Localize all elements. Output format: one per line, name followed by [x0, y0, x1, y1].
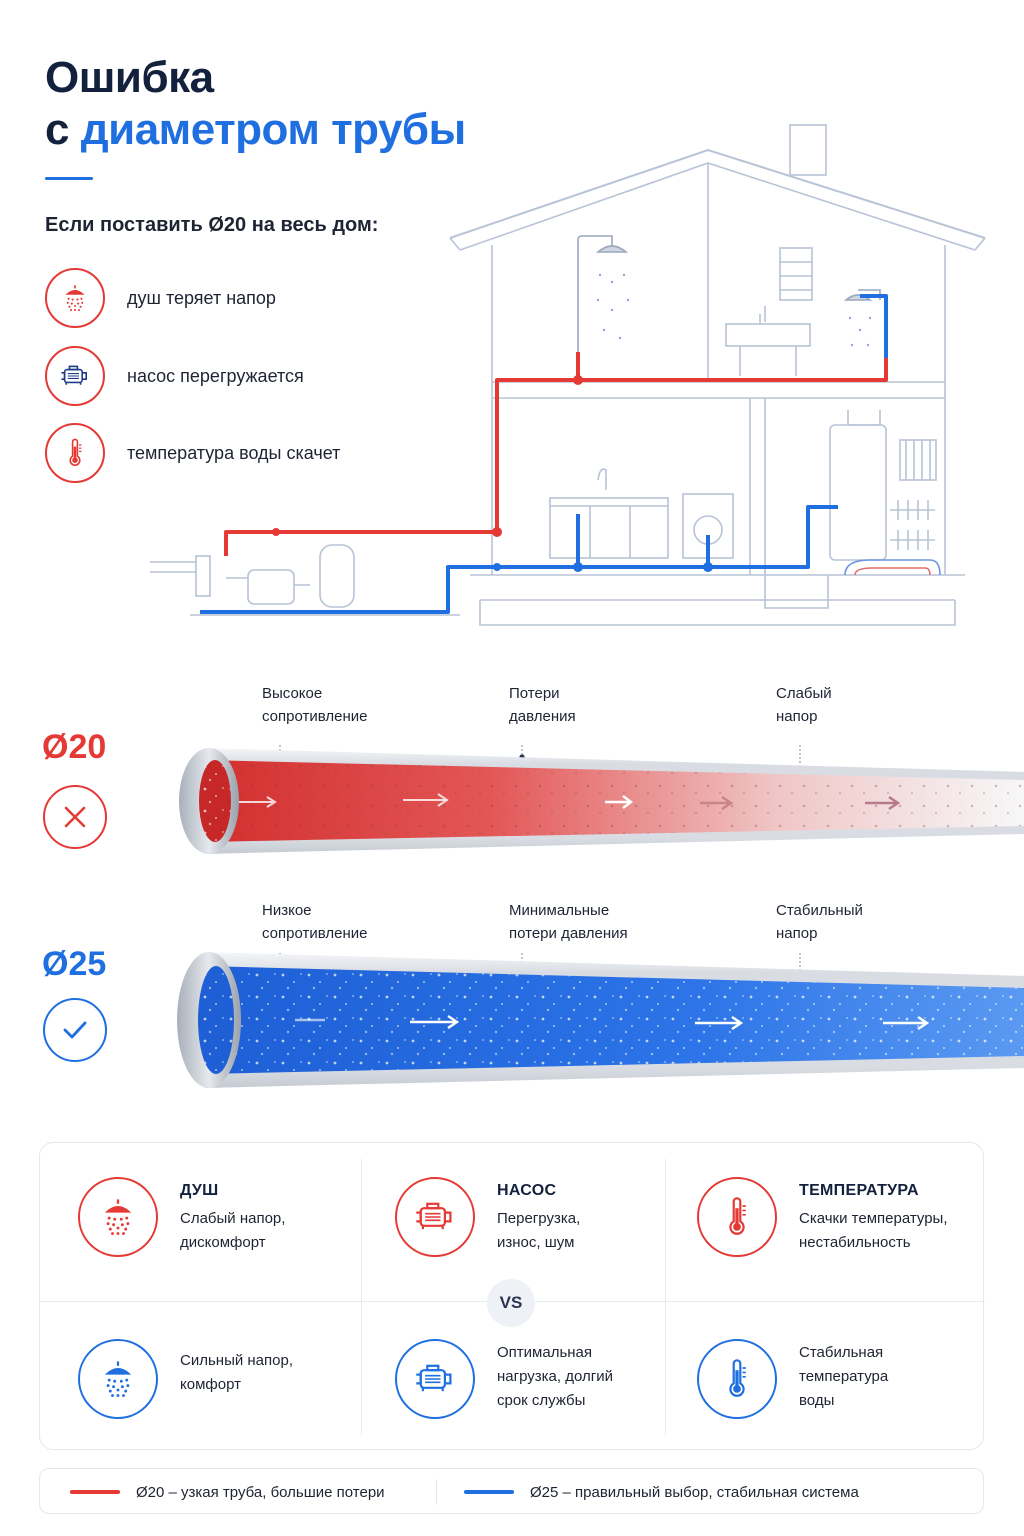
legend-item-bad: Ø20 – узкая труба, большие потери	[70, 1469, 385, 1515]
issue-label: температура воды скачет	[127, 442, 341, 463]
title-underline	[45, 177, 93, 180]
cell-heading: НАСОС	[497, 1182, 557, 1199]
issue-item-shower: душ теряет напор	[45, 268, 276, 328]
page-title: Ошибка с диаметром трубы	[45, 52, 466, 156]
legend-label: Ø20 – узкая труба, большие потери	[136, 1483, 385, 1501]
legend-item-good: Ø25 – правильный выбор, стабильная систе…	[464, 1469, 859, 1515]
issue-item-temperature: температура воды скачет	[45, 423, 340, 483]
legend-swatch-blue	[464, 1490, 514, 1494]
title-line-2: с диаметром трубы	[45, 104, 466, 156]
thermometer-icon	[697, 1339, 777, 1419]
title-line-2-prefix: с	[45, 105, 69, 154]
shower-icon	[45, 268, 105, 328]
good-cell-shower: Сильный напор,комфорт	[78, 1339, 293, 1419]
legend-swatch-red	[70, 1490, 120, 1494]
subtitle: Если поставить Ø20 на весь дом:	[45, 214, 379, 236]
issue-label: насос перегружается	[127, 365, 304, 386]
divider	[361, 1159, 362, 1435]
legend: Ø20 – узкая труба, большие потери Ø25 – …	[39, 1468, 984, 1514]
legend-label: Ø25 – правильный выбор, стабильная систе…	[530, 1483, 859, 1501]
cross-icon	[43, 785, 107, 849]
pump-icon	[395, 1177, 475, 1257]
pipe-good-diagram	[177, 952, 1024, 1088]
thermometer-icon	[697, 1177, 777, 1257]
shower-icon	[78, 1339, 158, 1419]
thermometer-icon	[45, 423, 105, 483]
house-diagram	[150, 124, 986, 626]
title-line-1: Ошибка	[45, 53, 214, 102]
pipe-bad-diagram	[179, 745, 1024, 854]
divider	[665, 1159, 666, 1435]
check-icon	[43, 998, 107, 1062]
cell-heading: ТЕМПЕРАТУРА	[799, 1182, 919, 1199]
cell-heading: ДУШ	[180, 1182, 219, 1199]
pump-icon	[45, 346, 105, 406]
diameter-label-bad: Ø20	[42, 728, 107, 766]
vs-badge: VS	[487, 1279, 535, 1327]
issue-label: душ теряет напор	[127, 287, 276, 308]
pump-icon	[395, 1339, 475, 1419]
issue-item-pump: насос перегружается	[45, 346, 304, 406]
diameter-label-good: Ø25	[42, 945, 107, 983]
shower-icon	[78, 1177, 158, 1257]
title-line-2-accent: диаметром трубы	[80, 105, 466, 154]
divider	[436, 1479, 437, 1505]
